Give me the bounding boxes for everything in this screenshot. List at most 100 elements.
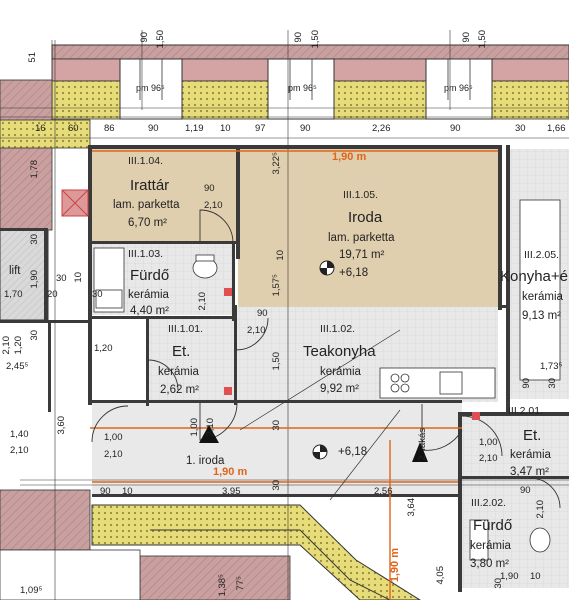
dim-top-vert: 1,50 [155,30,166,49]
iroda-area: 19,71 m² [339,249,385,261]
et2-floor: kerámia [510,449,551,461]
dormer-label-2: pm 96⁵ [288,83,317,93]
dim-lift: 10 [73,272,84,283]
room-irattar [92,149,238,243]
dim-furdo2: 2,10 [535,500,546,519]
dim-row1: 1,66 [547,123,566,134]
dim-et2-door: 90 [521,378,532,389]
room-et2 [460,416,569,478]
dim-row1: 90 [450,123,461,134]
dim-bottom: 1,38⁵ [217,574,228,597]
et2-code: III.2.01. [508,405,544,417]
walls [0,145,569,592]
dim-lift: 20 [47,289,58,300]
dim-row1: 97 [255,123,266,134]
level-marker-iroda [319,260,335,276]
dim-bottom: 77⁵ [235,576,246,591]
dim-top-left: 51 [27,52,38,63]
dim-furdo-door: 30 [92,289,103,300]
teakonyha-name: Teakonyha [303,343,376,360]
left-wall-block [0,79,53,231]
dim-row1: 16 [35,123,46,134]
dim-left: 2,45⁵ [6,361,29,372]
irattar-area: 6,70 m² [128,217,167,229]
dim-iroda1-door: 2,10 [205,418,216,437]
dim-row1: 86 [104,123,115,134]
dim-et-door: 1,50 [271,352,282,371]
ceiling-height-corridor: 1,90 m [213,466,248,478]
iroda-code: III.1.05. [343,189,379,201]
height-lines [90,150,498,600]
dim-furdo2: 1,90 [500,571,519,582]
lift-shaft [0,229,49,321]
bathroom-fixtures [93,247,551,561]
dormer-label-1: pm 96⁵ [136,83,165,93]
dim-row1: 90 [300,123,311,134]
dim-top-vert: 1,50 [477,30,488,49]
dim-corr-door: 1,00 [104,432,123,443]
dim-row1: 10 [220,123,231,134]
dim-lift: 30 [29,234,40,245]
dim-corr-bottom: 2,56 [374,486,393,497]
dim-left-120: 1,20 [94,343,113,354]
ceiling-height-vertical: 1,90 m [389,548,401,583]
et1-floor: kerámia [158,366,199,378]
dim-left: 1,78 [29,160,40,179]
dim-row1: 60 [68,123,79,134]
dim-et-door: 30 [271,420,282,431]
konyha2-floor: kerámia [522,291,563,303]
grid-lines [0,30,569,600]
dim-left: 3,60 [56,416,67,435]
furdo1-code: III.1.03. [128,248,164,260]
furdo2-name: Fürdő [473,517,513,534]
furdo1-area: 4,40 m² [130,305,169,317]
dim-et2-door: 2,10 [479,453,498,464]
et1-area: 2,62 m² [160,384,199,396]
dim-top-vert: 1,50 [310,30,321,49]
ceiling-height-top: 1,90 m [332,151,367,163]
dim-left: 2,10 [10,445,29,456]
dim-left: 30 [56,273,67,284]
dim-corr-bottom: 3,64 [406,498,417,517]
kitchen-counter [379,199,561,399]
irattar-floor: lam. parketta [113,199,180,211]
dim-iroda-v: 3,22⁵ [271,152,282,175]
dim-lift: 1,70 [4,289,23,300]
dim-furdo-door: 2,10 [197,292,208,311]
dim-iroda1-door: 1,00 [189,418,200,437]
red-markers [224,288,480,420]
dormers [119,58,493,120]
dim-furdo2: 10 [530,571,541,582]
dim-top-vert: 90 [293,32,304,43]
teakonyha-area: 9,92 m² [320,383,359,395]
dim-et2-door: 1,73⁵ [540,361,563,372]
konyha2-area: 9,13 m² [522,310,561,322]
dormer-label-3: pm 96⁵ [444,83,473,93]
dim-bottom: 30 [493,578,504,589]
dim-door-irattar: 2,10 [204,200,223,211]
konyha2-code: III.2.05. [524,249,560,261]
dim-corr-bottom: 3,95 [222,486,241,497]
room-et1 [148,318,236,402]
dim-left: 30 [29,330,40,341]
dim-door-irattar: 90 [204,183,215,194]
dim-et-door: 90 [257,308,268,319]
iroda-entrance-label: 1. iroda [186,455,225,467]
furdo2-code: III.2.02. [471,497,507,509]
entrance-arrow-lakas [412,442,428,462]
dim-et2-door: 30 [547,378,558,389]
furdo1-floor: kerámia [128,289,169,301]
corridor-level: +6,18 [338,446,368,458]
et1-name: Et. [172,343,191,360]
left-wall-block-bottom [0,489,91,551]
dim-row1: 1,19 [185,123,204,134]
teakonyha-code: III.1.02. [320,323,356,335]
lakas-entrance-label: 2. lakás [417,428,428,461]
lift-label: lift [9,265,21,277]
iroda-level: +6,18 [339,267,369,279]
et2-area: 3,47 m² [510,466,549,478]
dim-left: 1,40 [10,429,29,440]
dim-iroda-v: 10 [275,250,286,261]
irattar-name: Irattár [130,177,170,194]
